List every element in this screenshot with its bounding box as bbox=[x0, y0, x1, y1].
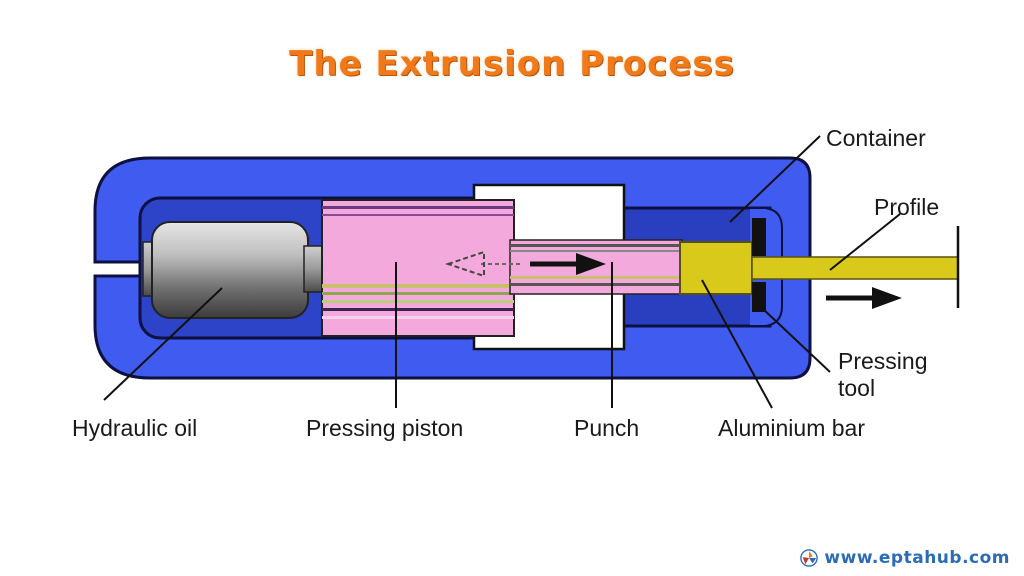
profile-strip bbox=[751, 226, 960, 308]
die-block-top bbox=[752, 218, 766, 256]
label-pressing-tool-line1: Pressing bbox=[838, 348, 927, 374]
piston-stripe bbox=[322, 300, 514, 303]
punch-stripe bbox=[510, 276, 682, 279]
piston-stripe bbox=[322, 316, 514, 319]
cylinder-body bbox=[151, 221, 309, 319]
leader-pressing-tool bbox=[761, 307, 831, 373]
diagram-title: The Extrusion Process bbox=[289, 44, 735, 84]
hydraulic-oil-cylinder bbox=[142, 221, 323, 319]
piston-stripe bbox=[322, 206, 514, 209]
right-arrow-icon bbox=[530, 253, 606, 275]
label-aluminium-bar: Aluminium bar bbox=[718, 415, 865, 441]
piston-stripe bbox=[322, 292, 514, 295]
punch-stripe bbox=[510, 283, 682, 286]
label-pressing-tool-line2: tool bbox=[838, 375, 875, 401]
aluminium-bar bbox=[679, 241, 753, 295]
label-punch: Punch bbox=[574, 415, 639, 441]
leader-container bbox=[729, 135, 821, 223]
leader-aluminium-bar bbox=[701, 279, 773, 409]
die-block-bottom bbox=[752, 282, 766, 312]
watermark: www.eptahub.com bbox=[800, 548, 1010, 568]
piston-stripe bbox=[322, 308, 514, 311]
label-hydraulic-oil: Hydraulic oil bbox=[72, 415, 197, 441]
watermark-text[interactable]: www.eptahub.com bbox=[824, 548, 1010, 568]
label-profile: Profile bbox=[874, 194, 939, 220]
pressing-piston bbox=[321, 199, 515, 337]
profile-body bbox=[751, 256, 959, 280]
cylinder-cap-right bbox=[303, 245, 323, 293]
leader-lines bbox=[103, 135, 901, 409]
piston-stripe bbox=[322, 284, 514, 288]
punch-stripe bbox=[510, 250, 682, 252]
leader-hydraulic-oil bbox=[103, 287, 223, 401]
pressing-tool bbox=[752, 218, 766, 312]
label-container: Container bbox=[826, 125, 926, 151]
leader-profile bbox=[829, 213, 901, 271]
piston-body bbox=[321, 199, 515, 337]
piston-stripe bbox=[322, 214, 514, 216]
exit-right-arrow-icon bbox=[826, 287, 902, 309]
label-pressing-piston: Pressing piston bbox=[306, 415, 463, 441]
eptahub-logo-icon bbox=[800, 549, 819, 567]
dashed-left-arrow-icon bbox=[444, 250, 520, 278]
punch-stripe bbox=[510, 244, 682, 247]
